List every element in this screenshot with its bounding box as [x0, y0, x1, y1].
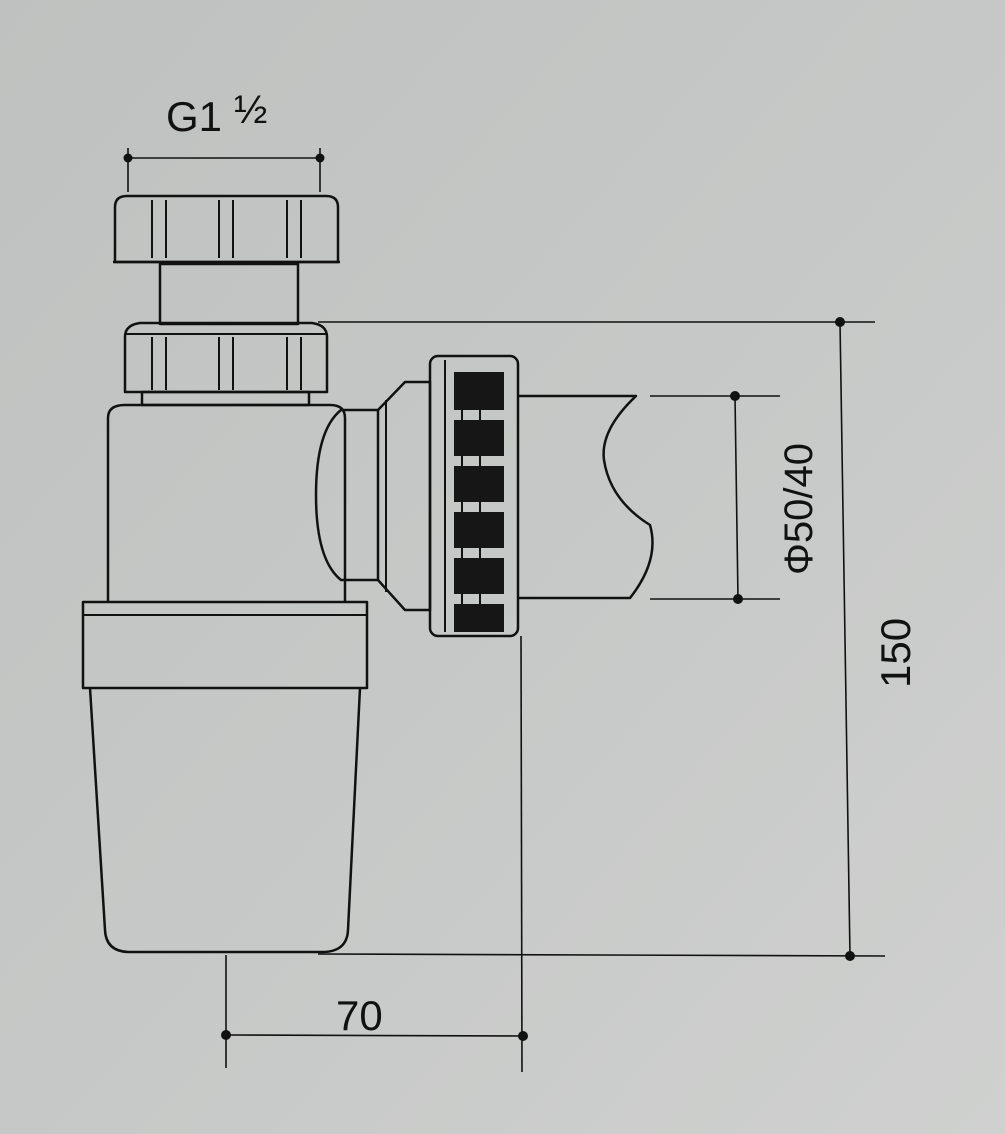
union-nut-ticks — [461, 410, 481, 604]
outlet-offset-label: 70 — [336, 992, 383, 1039]
union-nut-bands — [454, 372, 504, 632]
lower-nut-ribs — [151, 337, 302, 390]
trap-upper-body — [106, 403, 347, 602]
top-cap-ribs — [151, 200, 302, 258]
trap-collar — [81, 600, 369, 690]
trap-body-group — [81, 194, 654, 954]
trap-bottle — [88, 687, 362, 954]
pipe-diameter-label: Φ50/40 — [777, 443, 821, 575]
thread-fraction-label: ½ — [234, 88, 267, 132]
thread-size-label: G1 — [166, 93, 222, 140]
top-cap-nut — [113, 194, 340, 264]
outlet-union-nut — [428, 354, 520, 638]
total-height-label: 150 — [872, 618, 919, 688]
dimension-lines — [123, 148, 886, 1073]
outlet-elbow — [314, 408, 380, 582]
outlet-pipe — [518, 394, 654, 600]
dimension-labels: G1 ½ Φ50/40 150 70 — [166, 88, 919, 1039]
